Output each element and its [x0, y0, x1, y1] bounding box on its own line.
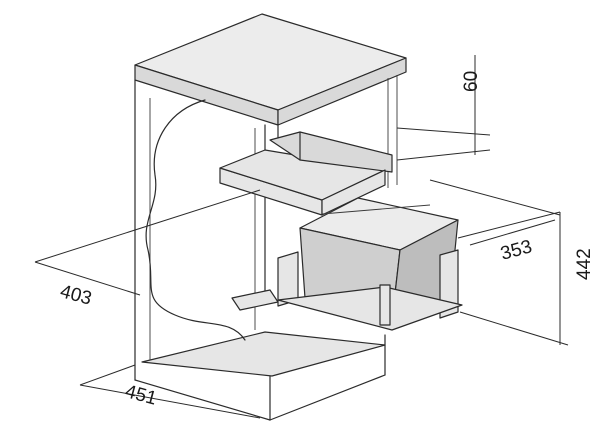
dimension-lines [34, 55, 569, 419]
dim-label-403: 403 [58, 281, 94, 309]
cable [145, 99, 246, 341]
cabinet-worktop [134, 13, 407, 126]
upper-drawer-frame [219, 131, 393, 216]
pullout-frame [231, 249, 463, 331]
dim-label-60: 60 [461, 71, 482, 92]
dim-label-353: 353 [498, 236, 534, 264]
dim-label-442: 442 [574, 248, 595, 280]
